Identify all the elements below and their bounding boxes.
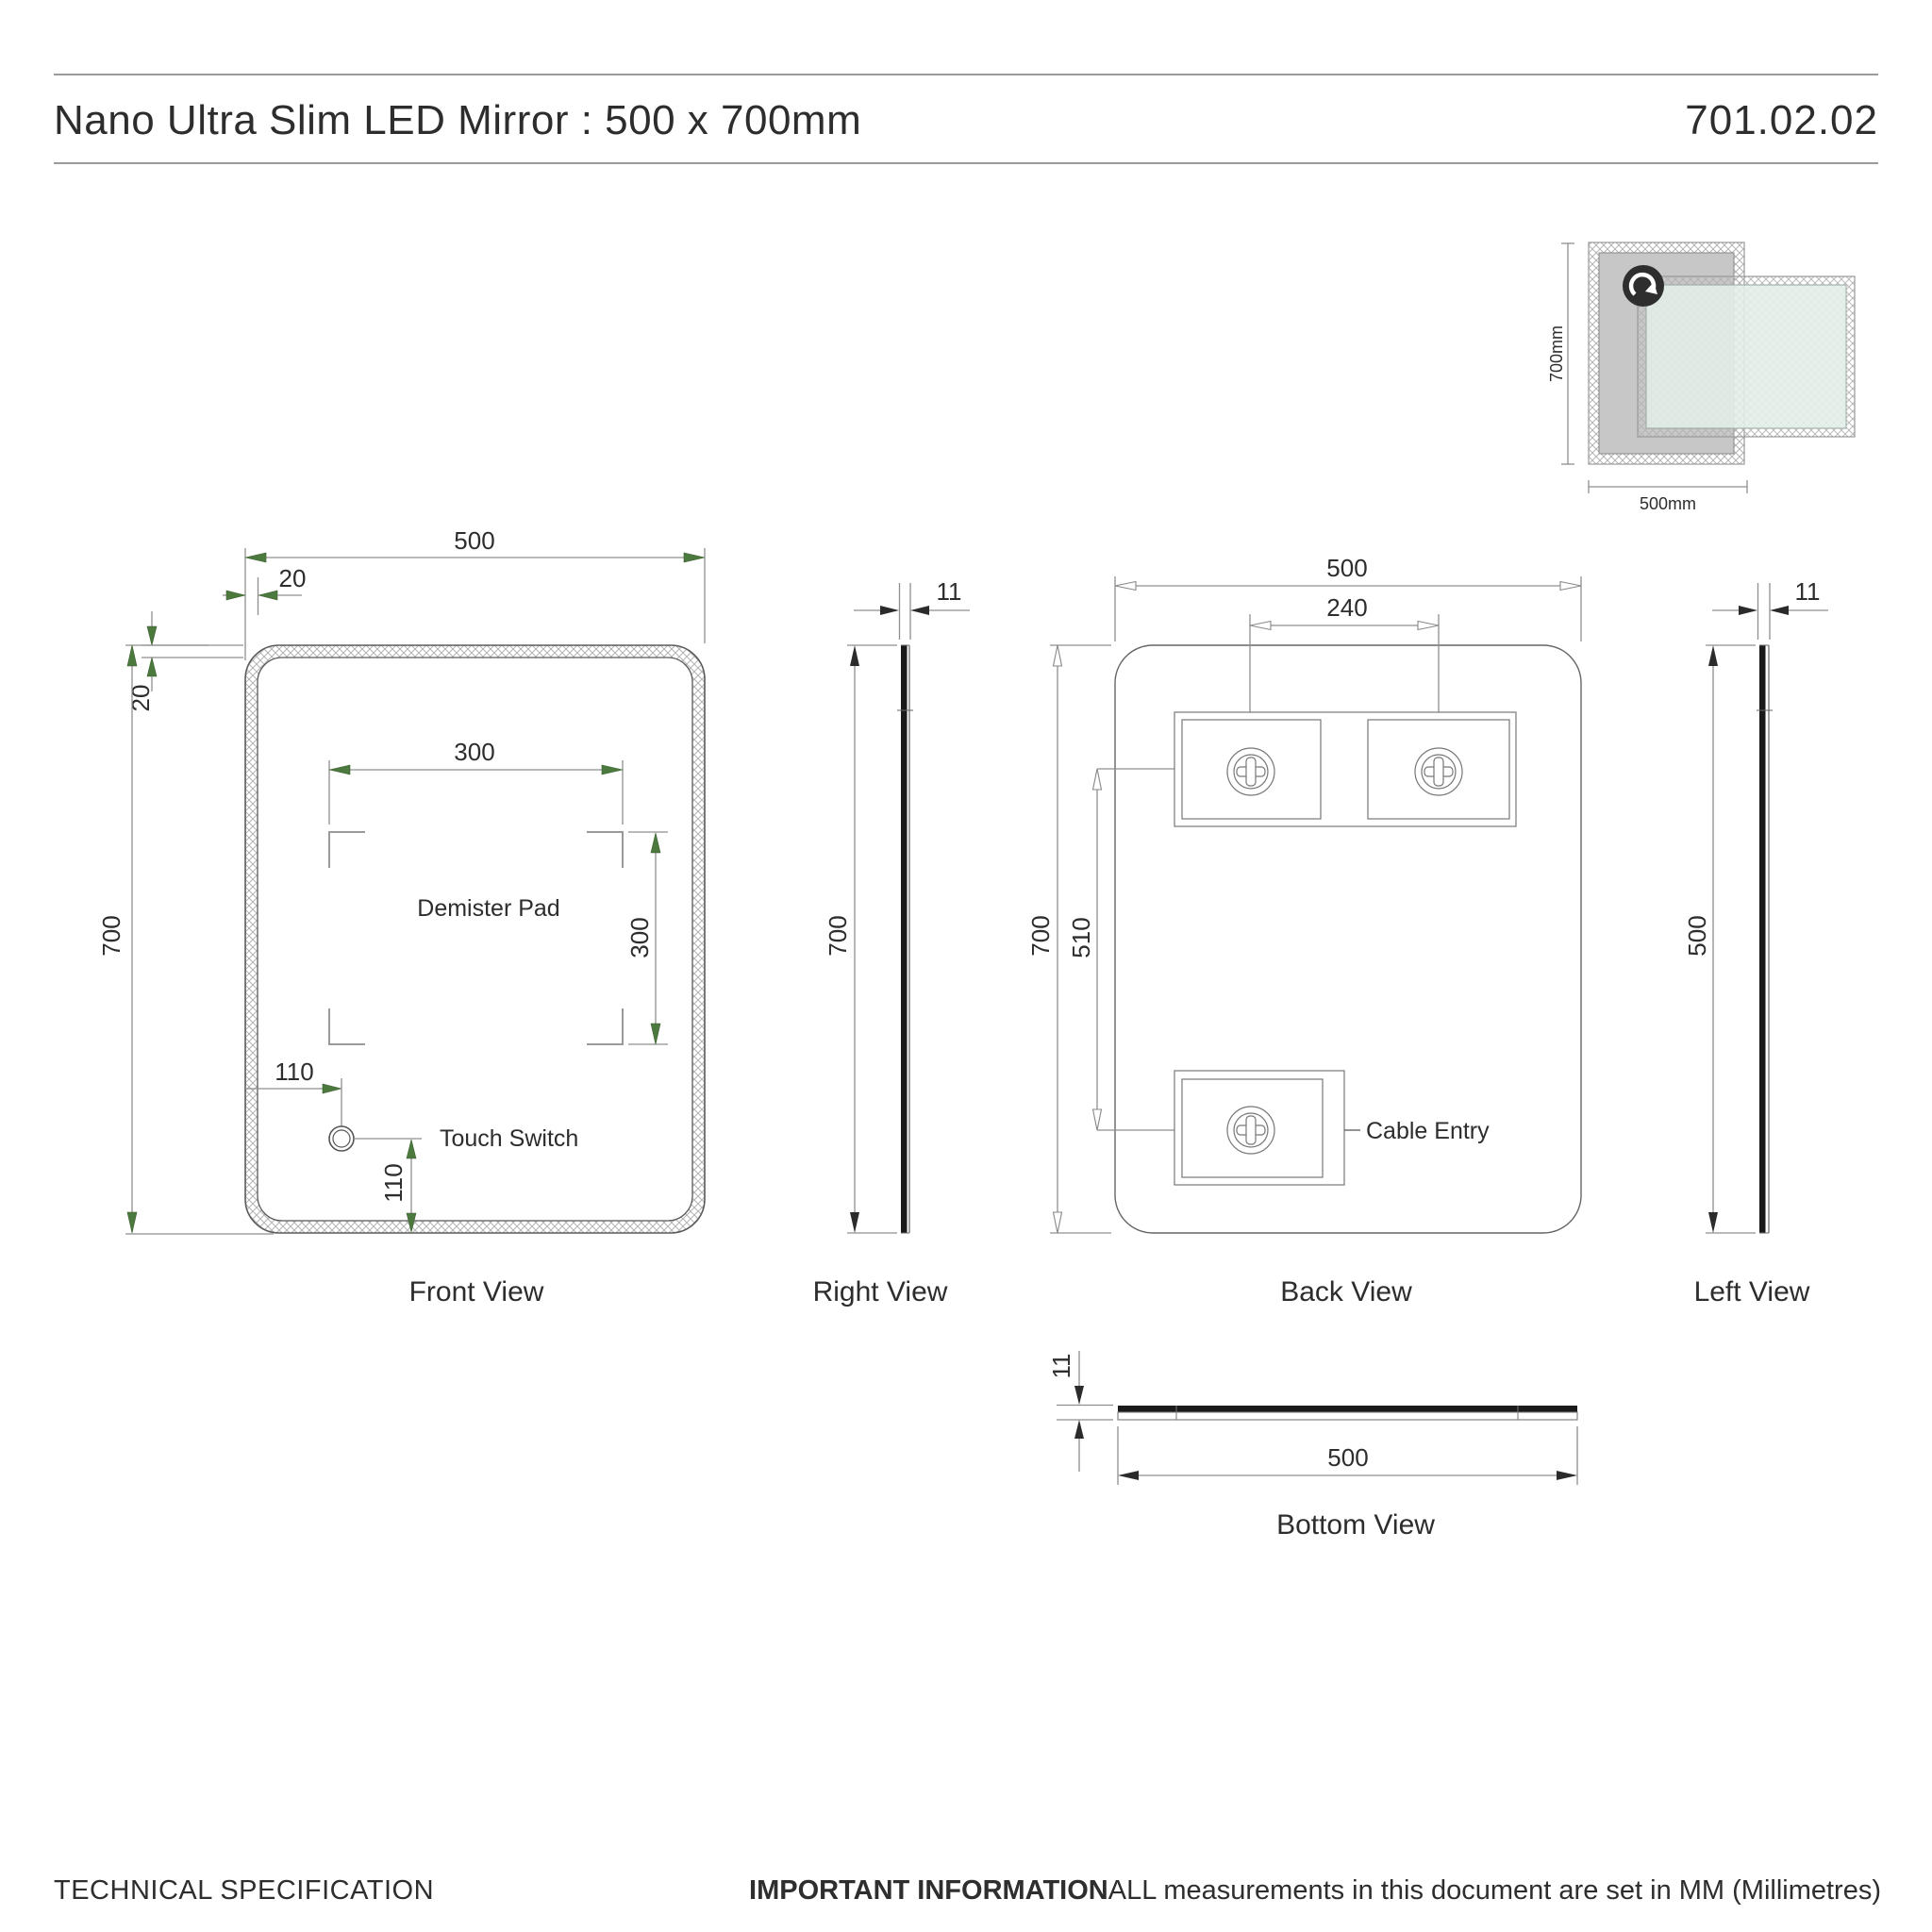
footer-left-label: TECHNICAL SPECIFICATION [54,1875,435,1906]
demister-pad-brackets [328,831,624,1045]
screw-bottom [1226,1106,1275,1155]
left-profile-bar [1759,645,1766,1233]
footer: TECHNICAL SPECIFICATION IMPORTANT INFORM… [0,1875,1932,1913]
product-thumbnail: 700mm 500mm [1547,242,1856,513]
front-view-label: Front View [409,1276,544,1307]
right-thickness-dim: 11 [937,577,962,606]
right-height-dim: 700 [824,915,852,956]
back-bracket-drop-dim: 510 [1067,917,1095,958]
front-height-dim: 700 [97,915,125,956]
back-height-dim: 700 [1026,915,1055,956]
demister-width-dim: 300 [454,738,494,766]
back-view: 500 240 [1026,554,1582,1307]
bottom-profile-bar [1118,1406,1577,1412]
demister-height-dim: 300 [625,917,654,958]
footer-important-note: IMPORTANT INFORMATIONALL measurements in… [749,1875,1881,1907]
right-view: 11 700 Right View [813,577,970,1307]
back-width-dim: 500 [1326,554,1367,582]
screw-right [1414,747,1463,796]
bottom-view-label: Bottom View [1276,1509,1435,1541]
screw-left [1226,747,1275,796]
front-width-dim: 500 [454,526,494,555]
footer-important-rest: ALL measurements in this document are se… [1108,1875,1881,1906]
rotate-icon [1623,265,1664,307]
front-border-left-dim: 20 [126,685,155,712]
document-code: 701.02.02 [1685,97,1878,143]
cable-entry-label: Cable Entry [1366,1118,1490,1144]
front-mirror-face [257,657,693,1222]
page-title: Nano Ultra Slim LED Mirror : 500 x 700mm [54,97,862,143]
bottom-thickness-dim: 11 [1047,1354,1075,1379]
switch-offset-y-dim: 110 [379,1163,408,1202]
demister-pad-label: Demister Pad [417,895,559,922]
touch-switch-label: Touch Switch [440,1125,578,1152]
left-thickness-dim: 11 [1795,577,1821,606]
left-view: 11 500 Left View [1683,577,1828,1307]
thumb-glass-face [1645,284,1847,429]
back-view-label: Back View [1280,1276,1412,1307]
left-height-dim: 500 [1683,915,1711,956]
left-view-label: Left View [1694,1276,1810,1307]
footer-important-bold: IMPORTANT INFORMATION [749,1875,1108,1906]
right-profile-bar [901,645,908,1233]
front-border-top-dim: 20 [279,564,307,592]
back-hole-spacing-dim: 240 [1326,593,1367,622]
thumb-height-dim: 700mm [1547,325,1566,382]
header-bottom-rule [54,162,1878,164]
bottom-view: 11 500 Bottom View [1047,1351,1578,1541]
bottom-width-dim: 500 [1327,1443,1368,1472]
switch-offset-x-dim: 110 [275,1058,313,1086]
header-top-rule [54,74,1878,75]
front-view: 500 20 20 700 [97,526,706,1307]
thumb-width-dim: 500mm [1640,494,1696,513]
right-view-label: Right View [813,1276,948,1307]
